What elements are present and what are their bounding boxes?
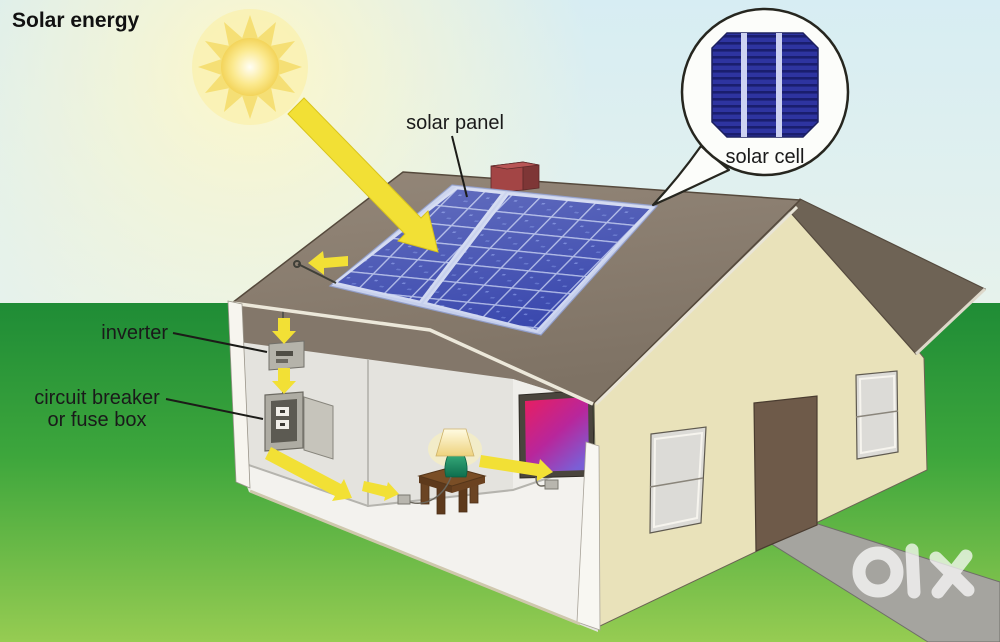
window-inner-frame — [652, 431, 704, 529]
inverter-vent — [276, 351, 293, 356]
lamp-base — [444, 454, 468, 478]
solar-cell — [711, 32, 819, 138]
window-right — [855, 370, 899, 460]
circuit-breaker-pointer — [165, 398, 264, 420]
energy-flow-arrows — [265, 97, 553, 501]
olx-watermark — [852, 543, 975, 599]
window-divider — [855, 410, 899, 418]
down-arrow-to-inverter — [272, 318, 296, 344]
lamp-outlet — [397, 494, 411, 505]
olx-letter-x — [931, 549, 973, 599]
olx-letter-o — [852, 546, 904, 598]
inverter-vent — [276, 359, 288, 363]
window-inner-frame — [858, 374, 897, 455]
roof-wire-hook — [293, 260, 301, 268]
floor-arrow-right — [362, 481, 399, 501]
window-left — [649, 426, 707, 534]
window-pane — [855, 370, 899, 460]
wall-cut-edge-right — [576, 441, 601, 631]
solar-cell-label: solar cell — [726, 146, 805, 168]
cell-busbar — [741, 33, 747, 137]
roof-arrow-left — [308, 251, 348, 275]
interior-ceiling — [232, 303, 593, 404]
breaker-switch-toggle — [280, 410, 285, 413]
inverter-box — [268, 340, 305, 371]
cell-busbar — [776, 33, 782, 137]
lamp-shade — [435, 428, 475, 457]
tv-screen — [525, 397, 589, 472]
solar-panel-pointer — [451, 135, 468, 198]
floor-arrow-to-tv — [479, 455, 553, 481]
floor-front-edge — [249, 489, 581, 626]
inverter-pointer — [172, 332, 268, 353]
breaker-switch-toggle — [280, 423, 285, 426]
circuit-breaker-box — [264, 391, 334, 460]
down-arrow-to-breaker — [272, 368, 296, 394]
table-skirt — [452, 476, 485, 493]
panel-feed-wire — [293, 260, 337, 284]
table-leg — [436, 486, 446, 515]
roof-wire — [297, 263, 337, 284]
circuit-breaker-label-line2: or fuse box — [48, 409, 147, 431]
page-title: Solar energy — [12, 9, 140, 32]
wall-cut-edge-left — [227, 300, 251, 489]
olx-letter-l — [905, 543, 921, 599]
solar-cell-graphic — [711, 32, 819, 138]
solar-panel-label: solar panel — [406, 112, 504, 134]
callout-tail — [651, 144, 731, 207]
chimney-top — [490, 161, 540, 170]
floor-arrow-diagonal — [265, 447, 352, 501]
front-door — [753, 395, 818, 552]
breaker-door-open — [303, 396, 334, 460]
circuit-breaker-label-line1: circuit breaker — [34, 387, 160, 409]
roof-eave-fascia — [231, 301, 594, 406]
interior-floor — [240, 462, 598, 630]
chimney — [490, 161, 540, 194]
roof-back-fascia — [914, 287, 987, 356]
cutaway-interior — [232, 303, 598, 632]
table-and-lamp — [397, 428, 487, 515]
annotations: Solar energy solar panel inverter circui… — [12, 9, 504, 431]
window-pane — [649, 426, 707, 534]
window-divider — [649, 477, 704, 488]
solar-cell-callout: solar cell — [651, 7, 850, 207]
sunbeam-arrow — [287, 97, 439, 253]
roof-gable-fascia — [594, 205, 799, 406]
sun — [192, 9, 308, 125]
inverter-label: inverter — [101, 322, 168, 344]
gable-end — [593, 203, 928, 628]
tv-outlet — [544, 479, 559, 490]
sun-disc — [221, 38, 279, 96]
